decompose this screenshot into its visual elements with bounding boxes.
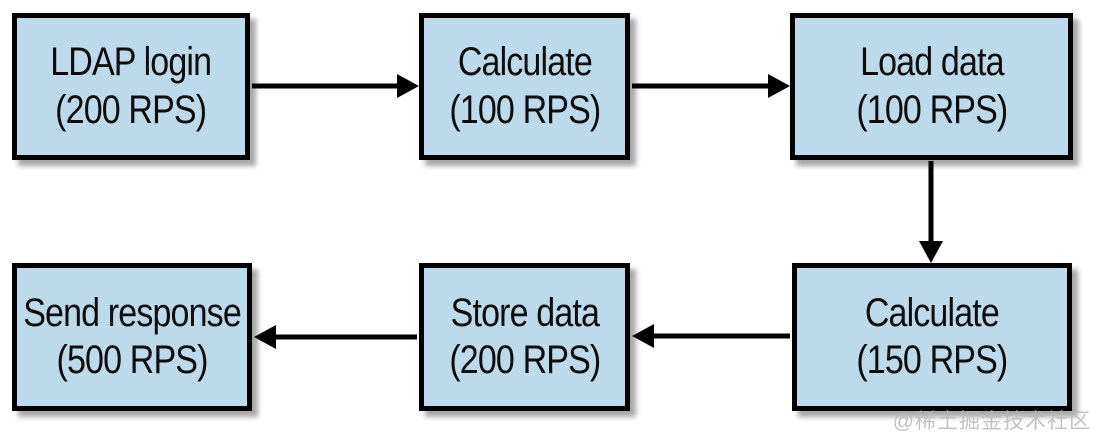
node-rate: (200 RPS) (55, 87, 207, 132)
node-rate: (200 RPS) (448, 338, 601, 382)
watermark-text: @稀土掘金技术社区 (892, 410, 1091, 433)
node-rate: (100 RPS) (855, 87, 1008, 132)
node-title: Load data (859, 40, 1004, 85)
node-calculate-1: Calculate (100 RPS) (419, 13, 630, 160)
node-rate: (100 RPS) (448, 87, 601, 132)
node-load-data-label: Load data (100 RPS) (855, 39, 1008, 133)
node-title: Send response (23, 290, 242, 335)
node-store-data: Store data (200 RPS) (419, 263, 630, 411)
arrow-store-data-to-send-response-icon (254, 325, 417, 349)
node-store-data-label: Store data (200 RPS) (448, 290, 601, 384)
node-title: LDAP login (50, 40, 213, 85)
arrow-load-data-to-calculate-icon (919, 161, 943, 263)
node-calculate-2-label: Calculate (150 RPS) (856, 290, 1008, 384)
node-load-data: Load data (100 RPS) (790, 13, 1073, 160)
arrow-calculate-to-load-data-icon (632, 74, 790, 98)
node-send-response-label: Send response (500 RPS) (23, 290, 242, 384)
node-title: Store data (450, 290, 599, 335)
arrow-ldap-to-calculate-icon (252, 74, 419, 98)
node-calculate-1-label: Calculate (100 RPS) (448, 39, 601, 133)
node-calculate-2: Calculate (150 RPS) (792, 263, 1072, 411)
node-rate: (500 RPS) (56, 338, 208, 382)
node-ldap-login-label: LDAP login (200 RPS) (50, 39, 213, 133)
node-rate: (150 RPS) (856, 338, 1008, 382)
node-title: Calculate (864, 290, 1000, 335)
arrow-calculate-to-store-data-icon (632, 324, 790, 348)
node-ldap-login: LDAP login (200 RPS) (12, 13, 250, 160)
node-title: Calculate (457, 40, 592, 85)
node-send-response: Send response (500 RPS) (12, 263, 252, 411)
